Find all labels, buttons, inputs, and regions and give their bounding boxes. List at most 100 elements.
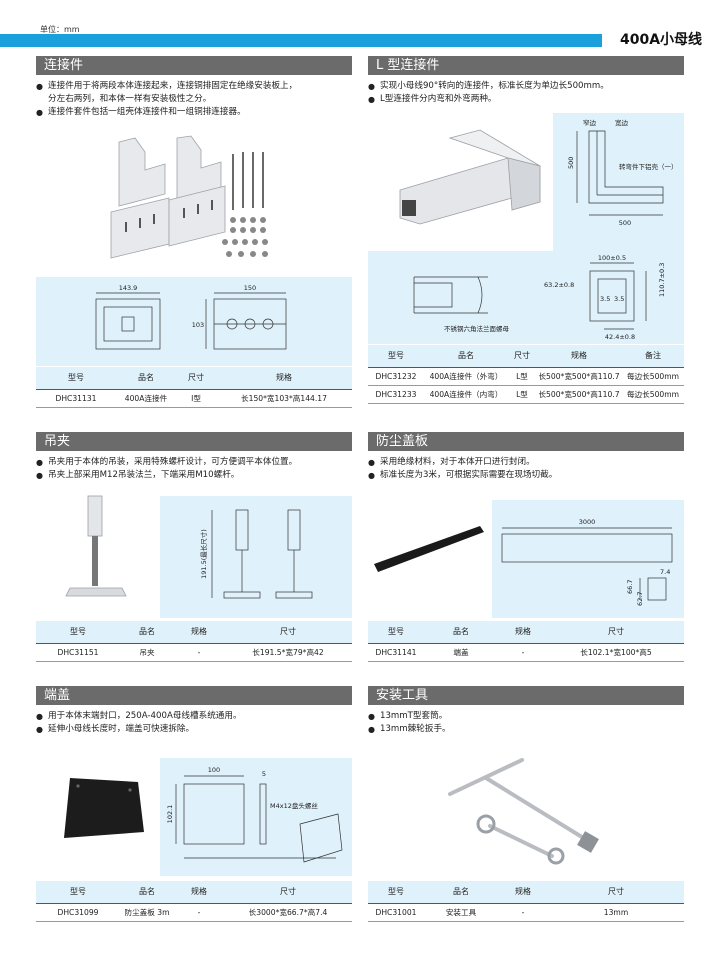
- l-connector-section-drawing: 100±0.5 63.2±0.8 110.7±0.3 42.4±0.8 3.5 …: [368, 251, 684, 344]
- connector-photo: [105, 134, 285, 268]
- col-header: 规格: [498, 881, 548, 904]
- col-header: 型号: [368, 345, 424, 368]
- col-header: 品名: [116, 367, 176, 390]
- col-header: 型号: [36, 367, 116, 390]
- dim-thickness: 7.4: [660, 568, 670, 576]
- bullet-continued: 分左右两列，和本体一样有安装极性之分。: [48, 94, 212, 104]
- connector-drawing: 143.9 150 103: [36, 277, 352, 366]
- dust-cover-photo: [370, 512, 488, 582]
- top-accent-bar: [0, 34, 720, 47]
- section-hanger: 吊夹 吊夹用于本体的吊装，采用特殊螺杆设计，可方便调平本体位置。 吊夹上部采用M…: [36, 432, 352, 482]
- bullet: 13mm棘轮扳手。: [368, 723, 684, 736]
- dim-35b: 3.5: [614, 295, 624, 303]
- col-header: 规格: [216, 367, 352, 390]
- dim-width: 100: [208, 766, 220, 774]
- dim-height: 191.5(最长尺寸): [199, 529, 208, 579]
- col-header: 尺寸: [176, 367, 216, 390]
- bullet: 采用绝缘材料，对于本体开口进行封闭。: [368, 456, 684, 469]
- dim-length: 3000: [579, 518, 596, 526]
- l-connector-top-drawing: 窄边 宽边 转弯件下铝壳（一） 500 500: [553, 113, 684, 251]
- dim-h500: 500: [619, 219, 631, 227]
- bullet: 实现小母线90°转向的连接件，标准长度为单边长500mm。: [368, 80, 684, 93]
- dim-v500: 500: [567, 157, 575, 169]
- bullet: 吊夹用于本体的吊装，采用特殊螺杆设计，可方便调平本体位置。: [36, 456, 352, 469]
- col-header: 型号: [368, 621, 424, 644]
- bullet: 连接件套件包括一组壳体连接件和一组铜排连接器。: [36, 106, 352, 119]
- col-header: 尺寸: [548, 881, 684, 904]
- label-nut: 不锈钢六角法兰面螺母: [444, 324, 510, 333]
- end-cap-photo: [58, 772, 150, 844]
- hanger-photo: [62, 492, 132, 610]
- col-header: 尺寸: [548, 621, 684, 644]
- dim-height: 110.7±0.3: [658, 263, 666, 297]
- dim-35a: 3.5: [600, 295, 610, 303]
- dim-h1: 66.7: [626, 580, 634, 594]
- dim-width-2: 150: [244, 284, 256, 292]
- col-header: 规格: [536, 345, 622, 368]
- col-header: 型号: [36, 881, 120, 904]
- col-header: 品名: [424, 621, 498, 644]
- section-title: 端盖: [36, 686, 352, 705]
- section-end-cap: 端盖 用于本体末端封口，250A-400A母线槽系统通用。 延伸小母线长度时，端…: [36, 686, 352, 736]
- section-title: L 型连接件: [368, 56, 684, 75]
- section-connector: 连接件 连接件用于将两段本体连接起来，连接铜排固定在绝缘安装板上， 分左右两列，…: [36, 56, 352, 119]
- col-header: 品名: [120, 621, 174, 644]
- dim-width: 143.9: [119, 284, 138, 292]
- label-wide: 宽边: [615, 118, 629, 127]
- col-header: 尺寸: [508, 345, 536, 368]
- dim-42: 42.4±0.8: [605, 333, 635, 341]
- label-screw: M4x12盘头螺丝: [270, 801, 318, 810]
- l-connector-photo: [390, 118, 550, 238]
- bullet: 延伸小母线长度时，端盖可快速拆除。: [36, 723, 352, 736]
- col-header: 规格: [498, 621, 548, 644]
- hanger-drawing: 191.5(最长尺寸): [160, 496, 352, 618]
- bullet: 用于本体末端封口，250A-400A母线槽系统通用。: [36, 710, 352, 723]
- dim-h2: 62.7: [636, 592, 644, 606]
- page-title: 400A小母线: [602, 30, 720, 50]
- tools-photo: [440, 752, 620, 870]
- col-header: 规格: [174, 621, 224, 644]
- label-narrow: 窄边: [583, 118, 597, 127]
- col-header: 型号: [36, 621, 120, 644]
- col-header: 品名: [120, 881, 174, 904]
- dim-63: 63.2±0.8: [544, 281, 574, 289]
- bullet: L型连接件分内弯和外弯两种。: [368, 93, 684, 106]
- label-corner: 转弯件下铝壳（一）: [619, 162, 678, 171]
- col-header: 型号: [368, 881, 424, 904]
- section-tools: 安装工具 13mmT型套筒。 13mm棘轮扳手。: [368, 686, 684, 736]
- bullet: 连接件用于将两段本体连接起来，连接铜排固定在绝缘安装板上，: [36, 80, 352, 93]
- dim-width: 100±0.5: [598, 254, 626, 262]
- dim-height: 103: [192, 321, 204, 329]
- bullet: 13mmT型套筒。: [368, 710, 684, 723]
- col-header: 品名: [424, 345, 508, 368]
- col-header: 规格: [174, 881, 224, 904]
- section-title: 安装工具: [368, 686, 684, 705]
- bullet: 吊夹上部采用M12吊装法兰，下端采用M10螺杆。: [36, 469, 352, 482]
- dim-height: 102.1: [166, 805, 174, 824]
- dim-thickness: 5: [262, 770, 266, 778]
- dust-cover-drawing: 3000 7.4 66.7 62.7: [492, 500, 684, 618]
- end-cap-drawing: 100 5 102.1 M4x12盘头螺丝: [160, 758, 352, 876]
- section-title: 防尘盖板: [368, 432, 684, 451]
- col-header: 品名: [424, 881, 498, 904]
- col-header: 备注: [622, 345, 684, 368]
- col-header: 尺寸: [224, 621, 352, 644]
- col-header: 尺寸: [224, 881, 352, 904]
- section-title: 连接件: [36, 56, 352, 75]
- section-title: 吊夹: [36, 432, 352, 451]
- section-dust-cover: 防尘盖板 采用绝缘材料，对于本体开口进行封闭。 标准长度为3米，可根据实际需要在…: [368, 432, 684, 482]
- bullet: 标准长度为3米，可根据实际需要在现场切截。: [368, 469, 684, 482]
